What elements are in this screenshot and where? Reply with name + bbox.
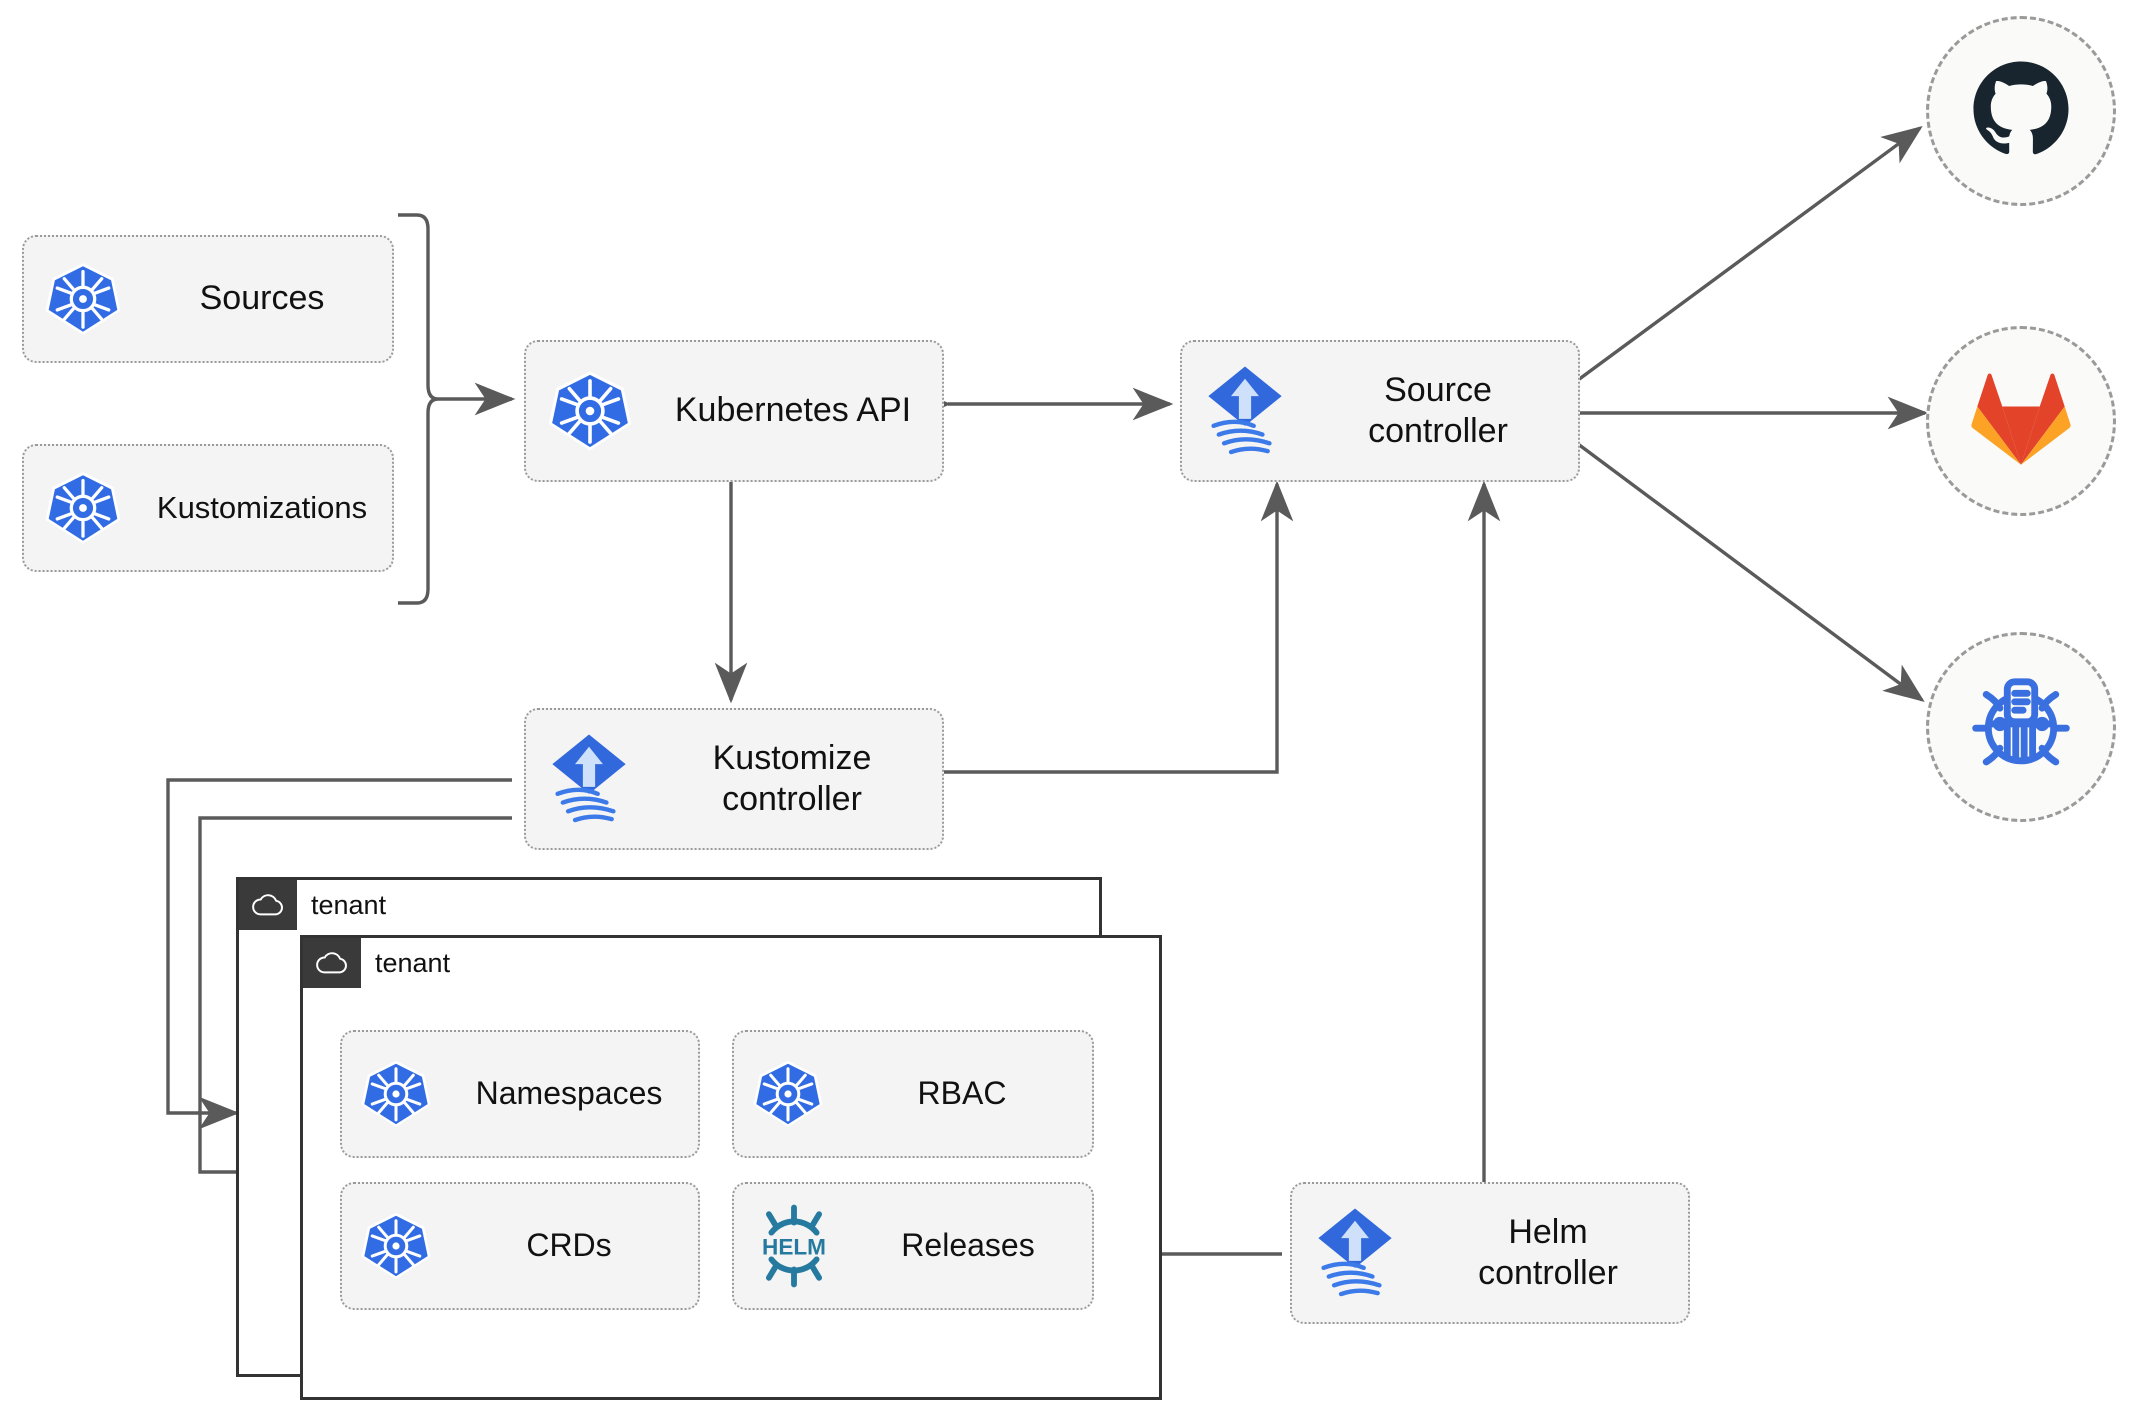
kubernetes-icon [342,1210,450,1282]
node-helm-controller[interactable]: Helm controller [1290,1182,1690,1324]
node-sources[interactable]: Sources [22,235,394,363]
cloud-icon [239,880,297,930]
node-label: Releases [901,1227,1035,1264]
kubernetes-icon [526,368,654,454]
node-releases[interactable]: HELM Releases [732,1182,1094,1310]
wire-kustomizectrl-to-tenant-1 [166,778,512,1130]
cloud-icon [303,938,361,988]
flux-icon [1182,363,1308,459]
provider-gitlab[interactable] [1926,326,2116,516]
kubernetes-icon [342,1058,450,1130]
flux-icon [526,731,652,827]
github-icon [1967,55,2075,168]
node-label: Sources [199,279,325,318]
node-crds[interactable]: CRDs [340,1182,700,1310]
flux-icon [1292,1205,1418,1301]
tenant-label: tenant [375,947,451,978]
helm-icon: HELM [734,1204,854,1288]
wire-kustomizectrl-to-sourcectrl [942,480,1294,774]
node-kustomize-controller[interactable]: Kustomize controller [524,708,944,850]
tenant-label: tenant [311,889,387,920]
wire-sourcectrl-to-registry [1576,442,1925,703]
kubernetes-icon [24,469,142,547]
node-rbac[interactable]: RBAC [732,1030,1094,1158]
node-label: Kubernetes API [674,391,912,430]
node-namespaces[interactable]: Namespaces [340,1030,700,1158]
node-kustomizations[interactable]: Kustomizations [22,444,394,572]
node-label: Source controller [1368,370,1508,450]
node-kubernetes-api[interactable]: Kubernetes API [524,340,944,482]
helm-registry-icon [1963,667,2079,788]
node-label: Kustomizations [156,490,368,526]
node-source-controller[interactable]: Source controller [1180,340,1580,482]
kubernetes-icon [24,260,142,338]
provider-github[interactable] [1926,16,2116,206]
node-label: Namespaces [475,1075,663,1112]
kubernetes-icon [734,1058,842,1130]
gitlab-icon [1969,369,2073,474]
tenant-frame-2: tenant [300,935,1162,1400]
helm-wordmark: HELM [762,1234,826,1259]
wire-sourcectrl-to-github [1576,125,1923,382]
node-label: CRDs [526,1227,612,1264]
node-label: Kustomize controller [712,738,872,818]
node-label: RBAC [917,1075,1007,1112]
source-brace [398,213,439,605]
provider-helm-repository[interactable] [1926,632,2116,822]
node-label: Helm controller [1478,1212,1618,1292]
